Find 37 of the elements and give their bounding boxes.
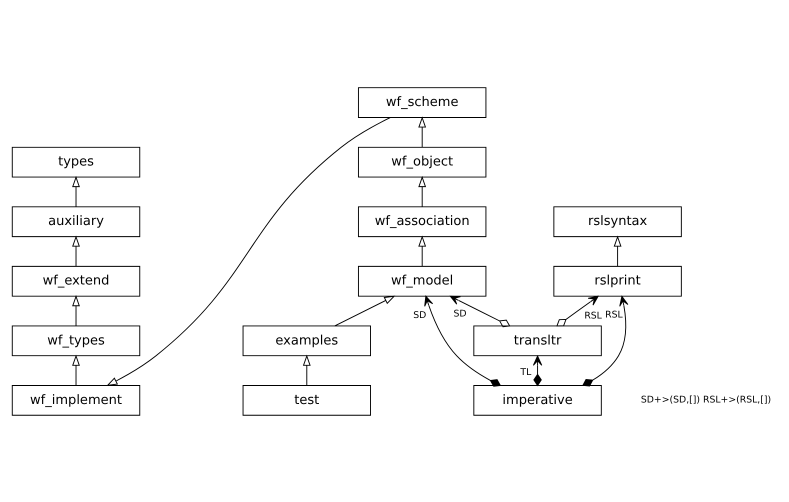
edge-label: RSL	[605, 309, 623, 320]
label: SD+>(SD,[]) RSL+>(RSL,[])	[640, 394, 772, 406]
node-box: wf_object	[358, 146, 486, 178]
arrow	[72, 175, 80, 207]
node-box: wf_extend	[12, 265, 140, 296]
node-box: transltr	[473, 324, 602, 356]
node-box: rslprint	[553, 265, 682, 296]
arrow	[418, 116, 426, 148]
arrow	[334, 295, 396, 326]
node-box: rslsyntax	[553, 206, 682, 237]
arrow	[302, 354, 311, 386]
arrow	[418, 175, 426, 207]
arrow	[106, 116, 391, 386]
node-box: examples	[242, 324, 371, 356]
edge-label: SD	[413, 310, 426, 321]
node-box: wf_model	[358, 265, 486, 296]
arrow	[614, 234, 622, 266]
edge-label: TL	[520, 366, 532, 378]
arrow	[450, 295, 510, 327]
node-box: auxiliary	[12, 206, 140, 237]
arrow	[582, 295, 628, 386]
arrow	[72, 234, 80, 266]
edge-label: RSL	[584, 310, 602, 321]
node-box: wf_types	[12, 324, 140, 356]
node-box: wf_scheme	[358, 86, 486, 118]
node-box: test	[242, 384, 371, 416]
arrow	[556, 295, 599, 326]
edge-label: SD	[453, 308, 467, 320]
node-box: wf_association	[358, 206, 486, 237]
arrow	[418, 234, 426, 266]
arrow	[72, 354, 80, 386]
node-box: imperative	[473, 384, 602, 416]
node-box: wf_implement	[12, 384, 140, 416]
arrow	[532, 355, 542, 386]
arrow	[72, 294, 80, 326]
arrow	[424, 295, 502, 386]
node-box: types	[12, 146, 140, 178]
